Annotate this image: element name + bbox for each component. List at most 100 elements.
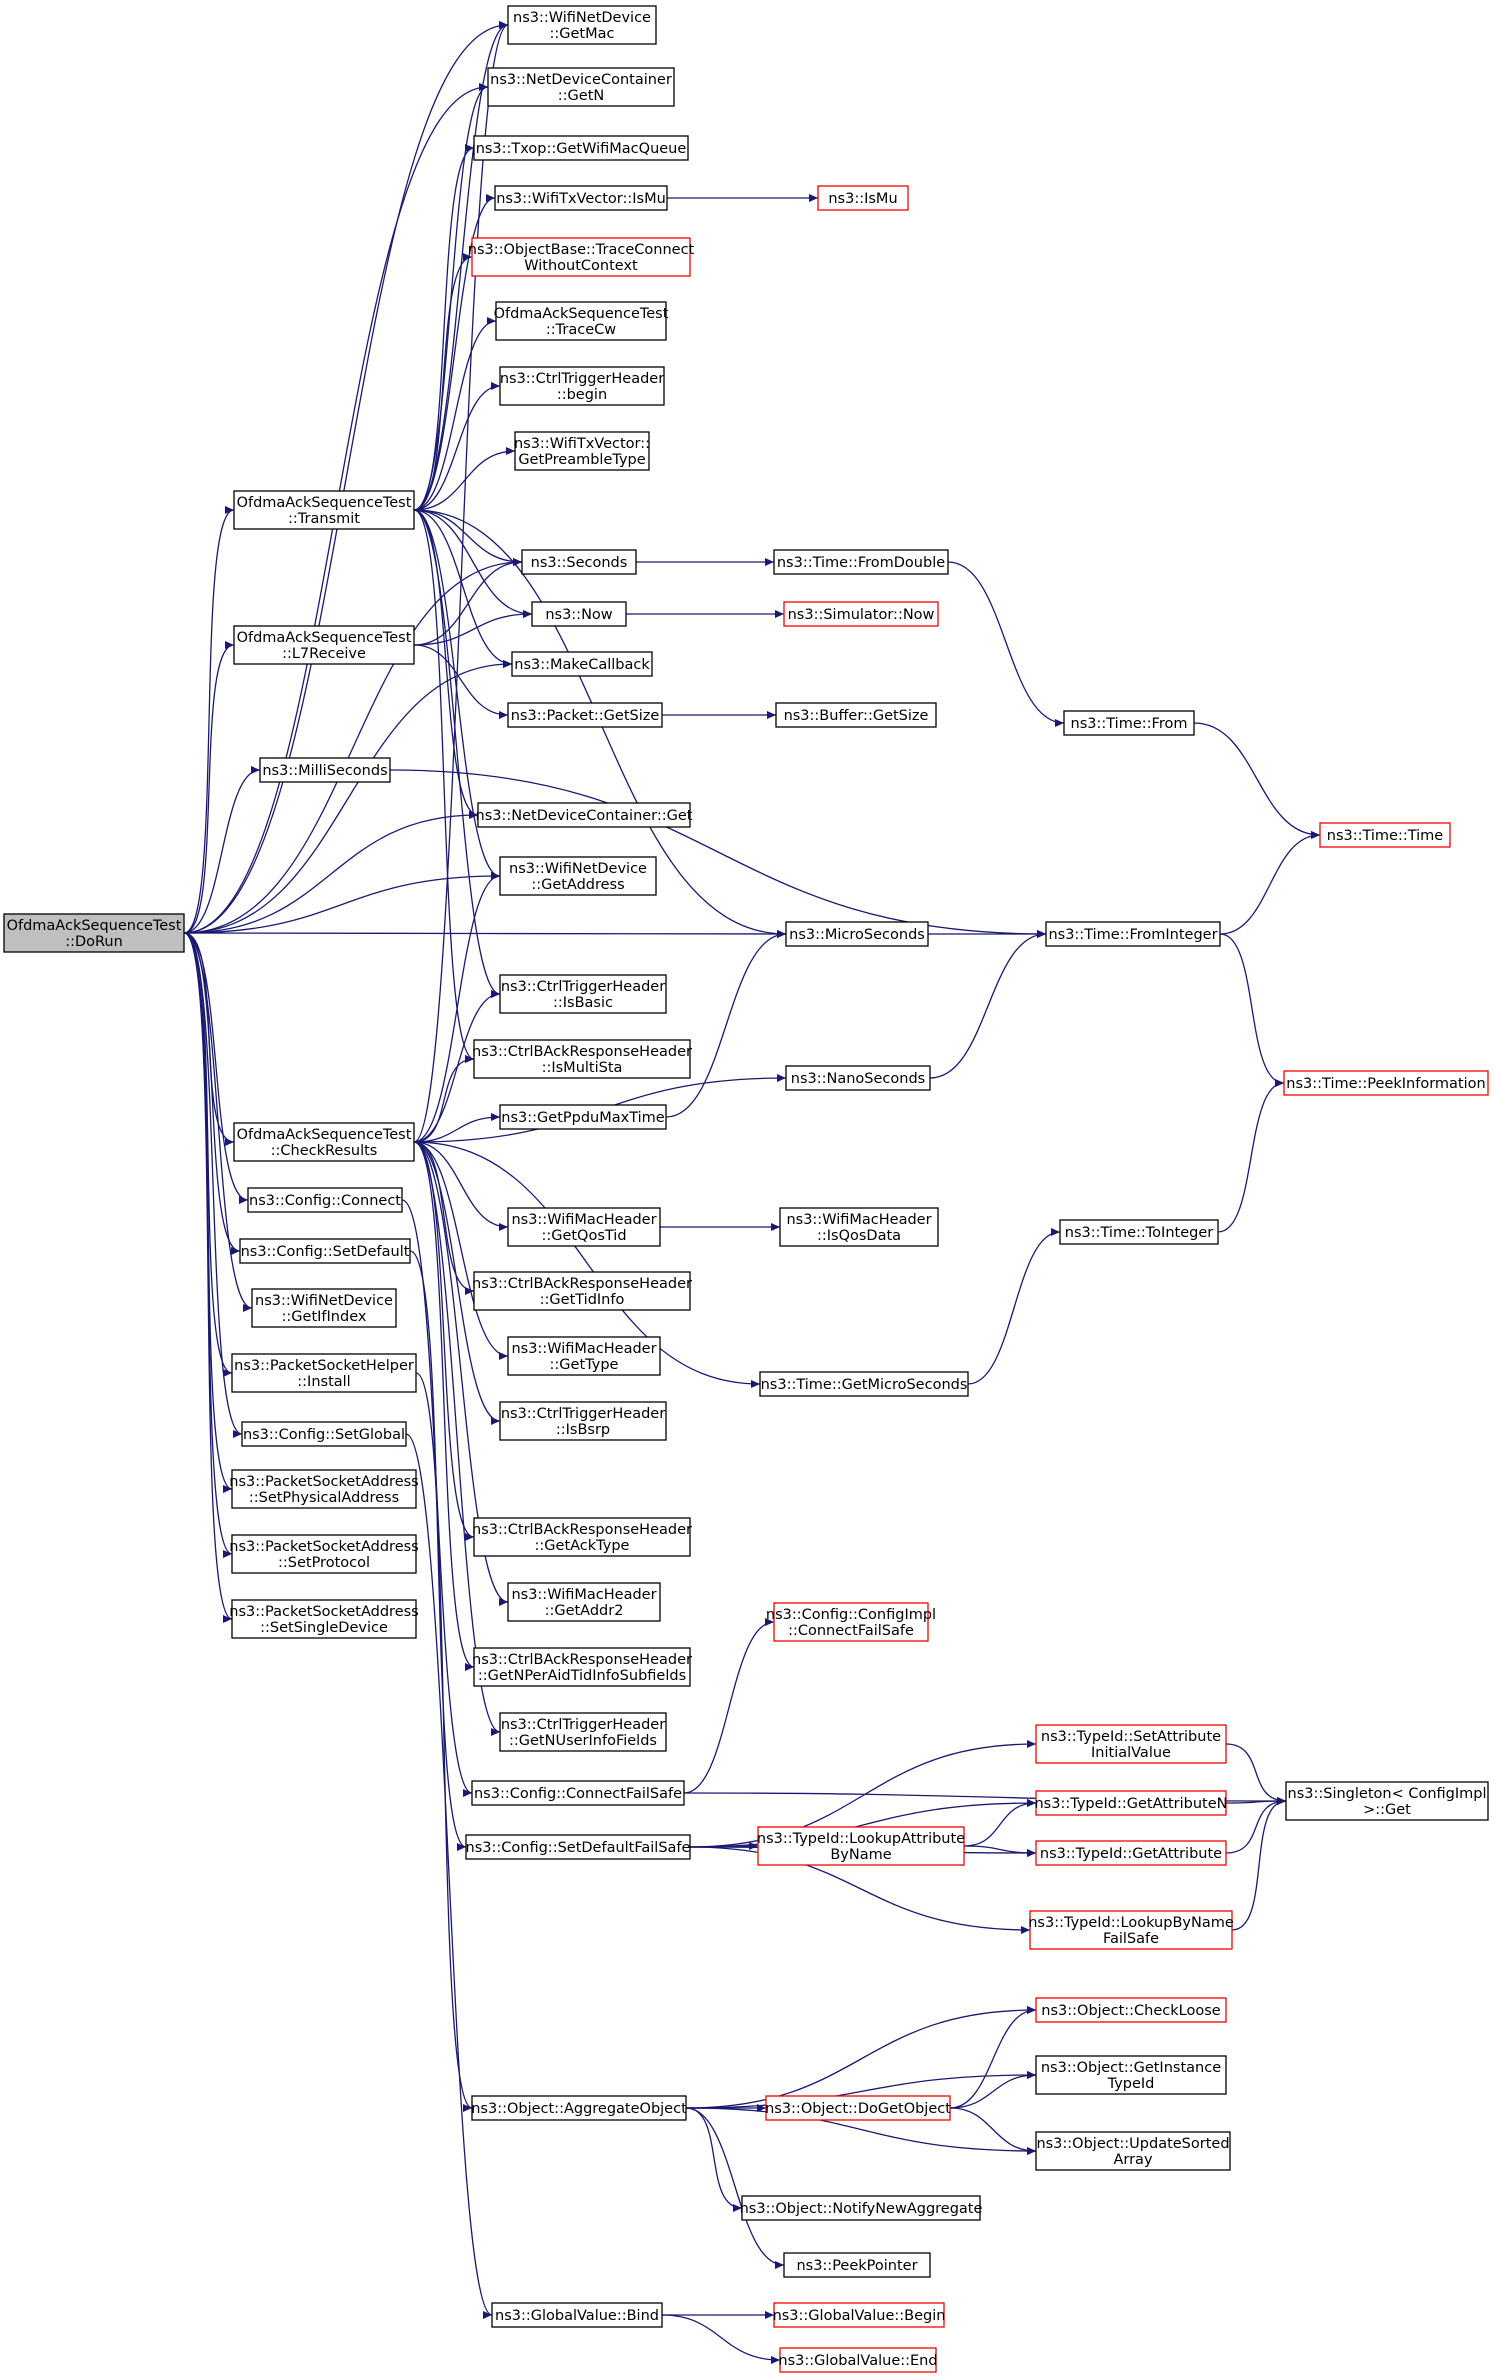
node-config_setdefaultfailsafe[interactable]: ns3::Config::SetDefaultFailSafe	[465, 1834, 691, 1860]
node-isbasic[interactable]: ns3::CtrlTriggerHeader::IsBasic	[499, 974, 667, 1014]
node-ismultista[interactable]: ns3::CtrlBAckResponseHeader::IsMultiSta	[472, 1039, 692, 1079]
edge-l7receive-to-now	[413, 610, 533, 646]
node-getnuserinfo[interactable]: ns3::CtrlTriggerHeader::GetNUserInfoFiel…	[499, 1712, 667, 1752]
node-label: >::Get	[1363, 1802, 1411, 1818]
node-getaddr2[interactable]: ns3::WifiMacHeader::GetAddr2	[507, 1582, 661, 1622]
node-makecallback[interactable]: ns3::MakeCallback	[511, 651, 653, 677]
node-box	[741, 2195, 981, 2221]
node-label: ::GetNUserInfoFields	[509, 1733, 657, 1749]
node-checkresults[interactable]: OfdmaAckSequenceTest::CheckResults	[233, 1122, 415, 1162]
node-txv_ismu[interactable]: ns3::WifiTxVector::IsMu	[494, 185, 668, 211]
edge-checkresults-to-getqostid	[413, 1141, 509, 1231]
node-config_setglobal[interactable]: ns3::Config::SetGlobal	[241, 1421, 407, 1447]
node-gv_end[interactable]: ns3::GlobalValue::End	[778, 2347, 938, 2373]
node-label: ::GetNPerAidTidInfoSubfields	[478, 1668, 686, 1684]
node-label: ns3::WifiMacHeader	[511, 1587, 656, 1603]
edge-frominteger-to-peekinfo	[1219, 933, 1285, 1087]
node-ppdumax[interactable]: ns3::GetPpduMaxTime	[499, 1104, 667, 1130]
node-box	[239, 1238, 411, 1264]
node-isbsrp[interactable]: ns3::CtrlTriggerHeader::IsBsrp	[499, 1401, 667, 1441]
node-getqostid[interactable]: ns3::WifiMacHeader::GetQosTid	[507, 1207, 661, 1247]
node-pshelper_install[interactable]: ns3::PacketSocketHelper::Install	[231, 1353, 417, 1393]
node-l7receive[interactable]: OfdmaAckSequenceTest::L7Receive	[233, 625, 415, 665]
node-isqosdata[interactable]: ns3::WifiMacHeader::IsQosData	[779, 1207, 939, 1247]
node-label: ns3::CtrlTriggerHeader	[501, 1717, 665, 1733]
node-label: ns3::TypeId::SetAttribute	[1041, 1729, 1221, 1745]
edge-transmit-to-isbasic	[413, 509, 501, 998]
node-frominteger[interactable]: ns3::Time::FromInteger	[1045, 921, 1221, 947]
node-traceconnect[interactable]: ns3::ObjectBase::TraceConnectWithoutCont…	[468, 237, 695, 277]
node-label: ::IsMultiSta	[542, 1060, 623, 1076]
node-seconds[interactable]: ns3::Seconds	[521, 549, 637, 575]
node-milliseconds[interactable]: ns3::MilliSeconds	[259, 757, 391, 783]
node-setprotocol[interactable]: ns3::PacketSocketAddress::SetProtocol	[229, 1534, 419, 1574]
node-label: ::SetPhysicalAddress	[249, 1490, 399, 1506]
node-now[interactable]: ns3::Now	[531, 601, 627, 627]
edge-root-to-config_setdefault	[183, 932, 241, 1255]
node-getmac[interactable]: ns3::WifiNetDevice::GetMac	[507, 5, 657, 45]
node-connectfailsafe_impl[interactable]: ns3::Config::ConfigImpl::ConnectFailSafe	[766, 1602, 936, 1642]
node-getnperaid[interactable]: ns3::CtrlBAckResponseHeader::GetNPerAidT…	[472, 1647, 692, 1687]
node-box	[1035, 1790, 1227, 1816]
node-ndc_get[interactable]: ns3::NetDeviceContainer::Get	[476, 802, 693, 828]
node-transmit[interactable]: OfdmaAckSequenceTest::Transmit	[233, 490, 415, 530]
node-gv_bind[interactable]: ns3::GlobalValue::Bind	[491, 2302, 663, 2328]
node-getaddress[interactable]: ns3::WifiNetDevice::GetAddress	[499, 856, 657, 896]
node-box	[494, 185, 668, 211]
edge-config_connectfailsafe-to-connectfailsafe_impl	[683, 1618, 775, 1794]
node-label: ::SetProtocol	[278, 1555, 370, 1571]
node-simnow[interactable]: ns3::Simulator::Now	[783, 601, 939, 627]
node-label: ns3::Time::From	[1071, 716, 1188, 732]
node-notifynew[interactable]: ns3::Object::NotifyNewAggregate	[740, 2195, 983, 2221]
node-config_connectfailsafe[interactable]: ns3::Config::ConnectFailSafe	[471, 1780, 685, 1806]
node-config_connect[interactable]: ns3::Config::Connect	[247, 1187, 403, 1213]
node-gettidinfo[interactable]: ns3::CtrlBAckResponseHeader::GetTidInfo	[472, 1271, 692, 1311]
node-ndc_getn[interactable]: ns3::NetDeviceContainer::GetN	[487, 67, 675, 107]
edge-root-to-makecallback	[183, 660, 513, 934]
node-root[interactable]: OfdmaAckSequenceTest::DoRun	[3, 913, 185, 953]
node-label: ns3::NetDeviceContainer	[490, 72, 672, 88]
node-label: ns3::Object::CheckLoose	[1041, 2003, 1220, 2019]
node-singleton[interactable]: ns3::Singleton< ConfigImpl>::Get	[1285, 1781, 1489, 1821]
node-ismu[interactable]: ns3::IsMu	[817, 185, 909, 211]
node-nanoseconds[interactable]: ns3::NanoSeconds	[785, 1065, 931, 1091]
node-peekinfo[interactable]: ns3::Time::PeekInformation	[1283, 1070, 1489, 1096]
node-gv_begin[interactable]: ns3::GlobalValue::Begin	[773, 2302, 946, 2328]
node-tracecw[interactable]: OfdmaAckSequenceTest::TraceCw	[494, 301, 669, 341]
node-setphysaddr[interactable]: ns3::PacketSocketAddress::SetPhysicalAdd…	[229, 1469, 419, 1509]
node-label: ::TraceCw	[546, 322, 616, 338]
node-time_from[interactable]: ns3::Time::From	[1063, 710, 1195, 736]
edge-checkresults-to-isbasic	[413, 990, 501, 1143]
node-microseconds[interactable]: ns3::MicroSeconds	[785, 921, 929, 947]
node-getattribute[interactable]: ns3::TypeId::GetAttribute	[1035, 1840, 1227, 1866]
node-getattributen[interactable]: ns3::TypeId::GetAttributeN	[1034, 1790, 1228, 1816]
node-ctrl_begin[interactable]: ns3::CtrlTriggerHeader::begin	[499, 366, 665, 406]
node-gettype[interactable]: ns3::WifiMacHeader::GetType	[507, 1336, 661, 1376]
node-tointeger[interactable]: ns3::Time::ToInteger	[1059, 1219, 1219, 1245]
node-aggregate[interactable]: ns3::Object::AggregateObject	[471, 2095, 687, 2121]
node-setsingle[interactable]: ns3::PacketSocketAddress::SetSingleDevic…	[229, 1599, 419, 1639]
node-config_setdefault[interactable]: ns3::Config::SetDefault	[239, 1238, 411, 1264]
node-label: ::GetType	[550, 1357, 619, 1373]
node-preamble[interactable]: ns3::WifiTxVector::GetPreambleType	[514, 431, 650, 471]
node-peekpointer[interactable]: ns3::PeekPointer	[783, 2252, 931, 2278]
node-box	[499, 1712, 667, 1752]
node-label: ns3::CtrlTriggerHeader	[500, 371, 664, 387]
node-label: OfdmaAckSequenceTest	[237, 630, 412, 646]
node-buf_getsize[interactable]: ns3::Buffer::GetSize	[775, 702, 937, 728]
node-checkloose[interactable]: ns3::Object::CheckLoose	[1035, 1997, 1227, 2023]
node-getifindex[interactable]: ns3::WifiNetDevice::GetIfIndex	[251, 1288, 397, 1328]
node-label: ns3::Config::SetGlobal	[243, 1427, 405, 1443]
node-dogetobject[interactable]: ns3::Object::DoGetObject	[765, 2095, 951, 2121]
node-time_time[interactable]: ns3::Time::Time	[1319, 822, 1451, 848]
node-pkt_getsize[interactable]: ns3::Packet::GetSize	[507, 702, 663, 728]
node-txop[interactable]: ns3::Txop::GetWifiMacQueue	[473, 135, 689, 161]
node-getacktype[interactable]: ns3::CtrlBAckResponseHeader::GetAckType	[472, 1517, 692, 1557]
node-fromdouble[interactable]: ns3::Time::FromDouble	[773, 549, 949, 575]
node-getmicroseconds[interactable]: ns3::Time::GetMicroSeconds	[759, 1371, 969, 1397]
